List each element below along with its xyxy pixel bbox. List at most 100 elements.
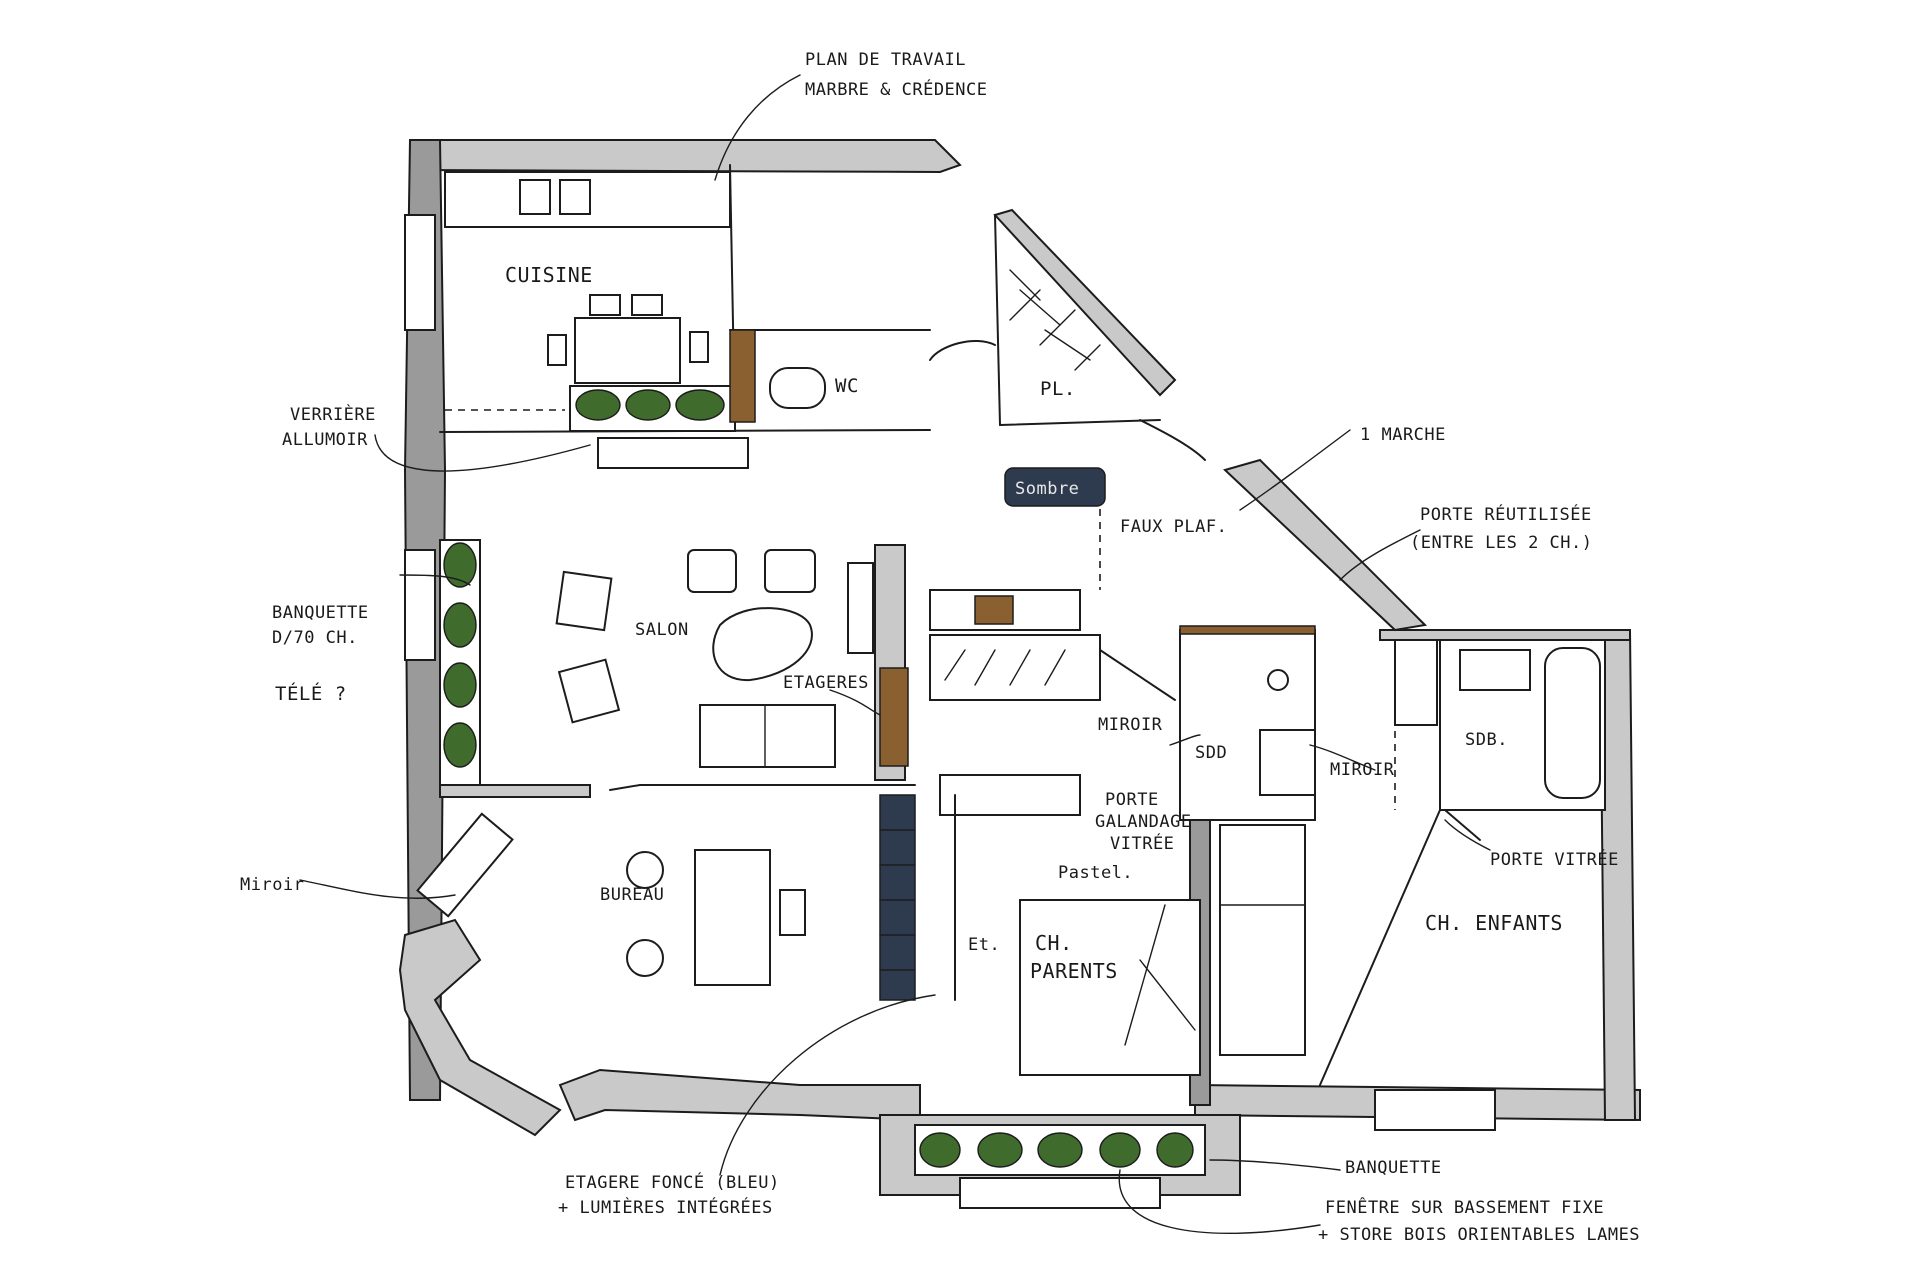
verriere-window (597, 437, 749, 469)
sink-icon (519, 179, 551, 215)
entry-cabinet-wood (974, 595, 1014, 625)
label-allumoir: ALLUMOIR (282, 430, 368, 450)
door-line (609, 784, 641, 791)
chair-icon (689, 331, 709, 363)
label-sdb: SDB. (1465, 730, 1508, 750)
pl-cupboard-hatch (1009, 269, 1101, 371)
label-sdd: SDD (1195, 743, 1227, 763)
wall-salon-bureau (439, 784, 591, 798)
wall-corner-bottom-left (398, 918, 562, 1137)
console (847, 562, 874, 654)
kitchen (439, 164, 1206, 469)
label-banquette: BANQUETTE (272, 603, 369, 623)
plant-icon (443, 722, 477, 768)
chair-icon (589, 294, 621, 316)
kitchen-table (574, 317, 681, 384)
chair-icon (626, 939, 664, 977)
ch-enfants (1319, 639, 1606, 1131)
bay-banquette (914, 1124, 1206, 1209)
bed-cover (1124, 904, 1196, 1046)
label-fenetre: FENÊTRE SUR BASSEMENT FIXE (1325, 1196, 1604, 1218)
window-enfants (1374, 1089, 1496, 1131)
label-et: Et. (968, 935, 1000, 955)
label-pastel: Pastel. (1058, 863, 1133, 883)
chair-icon (547, 334, 567, 366)
plant-icon (443, 662, 477, 708)
plant-icon (977, 1132, 1023, 1168)
plant-icon (1156, 1132, 1194, 1168)
labels: PLAN DE TRAVAIL MARBRE & CRÉDENCE CUISIN… (240, 50, 1640, 1245)
bed-parents (1019, 899, 1201, 1076)
wall-bottom-left (558, 1068, 921, 1122)
label-porte: PORTE (1105, 790, 1159, 810)
label-miroir-2: MIROIR (1330, 760, 1395, 780)
plant-icon (575, 389, 621, 421)
label-miroir-left: Miroir (240, 875, 304, 895)
door-swing (1099, 649, 1176, 701)
label-ch-enfants: CH. ENFANTS (1425, 911, 1563, 935)
sdd-top-wood (1179, 625, 1316, 635)
wall-diagonal-pl (993, 208, 1177, 397)
label-cuisine: CUISINE (505, 263, 593, 287)
label-bureau: BUREAU (600, 885, 664, 905)
bathtub-icon (1544, 647, 1601, 799)
window-left-kitchen (404, 214, 436, 331)
label-salon: SALON (635, 620, 689, 640)
etagere-fonce-navy (879, 794, 916, 1001)
hob-icon (559, 179, 591, 215)
armchair-icon (557, 658, 621, 724)
dressing (929, 634, 1101, 701)
wall-top-enfants (1379, 629, 1631, 641)
label-faux-plaf: FAUX PLAF. (1120, 517, 1227, 537)
washbasin-icon (1267, 669, 1289, 691)
corridor (879, 467, 1316, 1001)
plant-icon (919, 1132, 961, 1168)
label-galandage: GALANDAGE (1095, 812, 1192, 832)
leader-lines (299, 74, 1491, 1235)
label-wc: WC (835, 375, 859, 397)
chair-icon (631, 294, 663, 316)
window-left (404, 549, 436, 661)
navy-shelf-lines (879, 829, 916, 971)
dressing-hatch (944, 649, 1066, 686)
bay-window (959, 1177, 1161, 1209)
toilet-icon (769, 367, 826, 409)
plant-icon (443, 602, 477, 648)
label-sombre: Sombre (1015, 479, 1079, 499)
label-banquette-bottom: BANQUETTE (1345, 1158, 1442, 1178)
wall-top-kitchen (414, 139, 962, 174)
etageres-wood (879, 667, 909, 767)
label-porte-vitree: PORTE VITRÉE (1490, 848, 1619, 870)
label-store: + STORE BOIS ORIENTABLES LAMES (1318, 1225, 1640, 1245)
desk (694, 849, 771, 986)
label-etagere-fonce: ETAGERE FONCÉ (BLEU) (565, 1171, 780, 1193)
sdb-washbasin (1459, 649, 1531, 691)
door-swing (1139, 419, 1206, 461)
plant-icon (1037, 1132, 1083, 1168)
pl-wall (994, 214, 1001, 426)
enfants-line (1319, 809, 1441, 1086)
porte-vitree-line (1444, 809, 1481, 841)
plant-icon (1099, 1132, 1141, 1168)
label-plan-de-travail: PLAN DE TRAVAIL (805, 50, 966, 70)
coffee-table (712, 607, 813, 682)
parents-shelf (939, 774, 1081, 816)
miroir-left (416, 812, 514, 918)
wall-diagonal-marche (1223, 458, 1428, 632)
pouf-icon (764, 549, 816, 593)
sofa (699, 704, 836, 768)
shower-icon (1259, 729, 1316, 796)
label-marbre-credence: MARBRE & CRÉDENCE (805, 78, 988, 100)
label-vitree: VITRÉE (1110, 832, 1174, 854)
plant-icon (625, 389, 671, 421)
label-lumieres: + LUMIÈRES INTÉGRÉES (558, 1196, 773, 1218)
door-swing (929, 340, 996, 361)
label-etageres: ETAGERES (783, 673, 869, 693)
salon (404, 214, 916, 786)
wood-panel (729, 329, 756, 423)
sombre-swatch (1004, 467, 1106, 507)
pouf-icon (687, 549, 737, 593)
label-miroir: MIROIR (1098, 715, 1163, 735)
label-pl: PL. (1040, 378, 1076, 400)
